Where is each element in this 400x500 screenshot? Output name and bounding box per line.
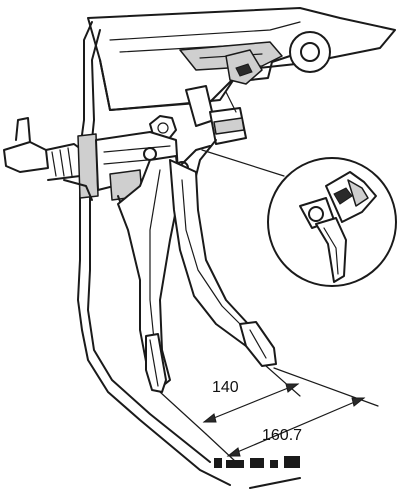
- short-dimension-label: 140: [212, 379, 239, 396]
- detail-leader-line: [201, 149, 285, 177]
- long-dimension-label: 160.7: [262, 427, 302, 444]
- brake-pedal-arm: [169, 159, 277, 367]
- extension-line-brake-short: [265, 365, 301, 397]
- long-dimension-line: [227, 397, 365, 457]
- pivot-boss: [225, 31, 331, 85]
- extension-line-floor: [205, 433, 237, 463]
- watermark-mark: [214, 456, 301, 489]
- dimension-lines: [159, 365, 379, 463]
- arrowhead-short-end: [285, 383, 300, 393]
- arrowhead-long-end: [351, 397, 366, 407]
- arrowhead-short-start: [202, 413, 217, 423]
- arrowhead-long-start: [226, 447, 241, 457]
- detail-callout: [267, 157, 397, 287]
- extension-line-clutch: [159, 391, 207, 435]
- left-connector: [3, 117, 99, 201]
- pushrod: [185, 85, 247, 177]
- short-dimension-line: [203, 383, 299, 423]
